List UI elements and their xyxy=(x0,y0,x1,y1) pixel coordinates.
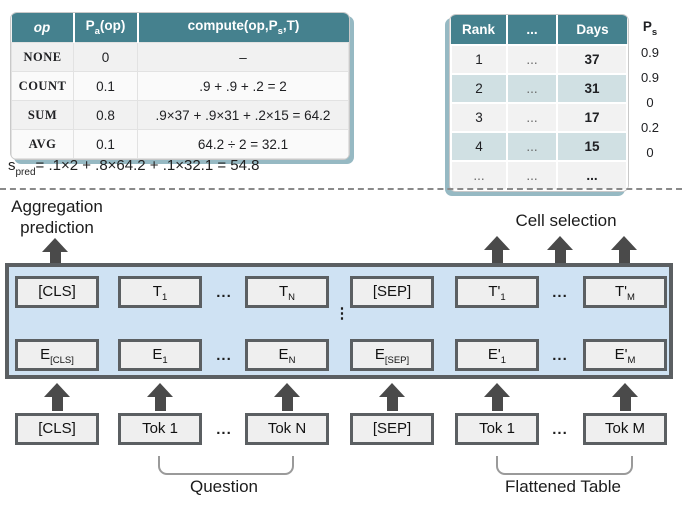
token-cell: Tok 1 xyxy=(455,413,539,445)
op-value: NONE xyxy=(11,42,74,72)
days-value: 17 xyxy=(556,102,628,133)
table-header-row: op Pa(op) compute(op,Ps,T) xyxy=(11,13,349,43)
transformer-output-cell: TN xyxy=(245,276,329,308)
op-value: AVG xyxy=(11,129,74,159)
table-row: ... ... ... xyxy=(450,160,628,191)
table-row: 2 ... 31 xyxy=(450,73,628,104)
compute-value: – xyxy=(137,42,349,72)
ps-value: 0.9 xyxy=(640,70,660,85)
ellipsis-horizontal: ... xyxy=(216,347,232,364)
pa-value: 0.1 xyxy=(73,129,138,159)
table-row: NONE 0 – xyxy=(11,42,349,72)
table-row: 3 ... 17 xyxy=(450,102,628,133)
compute-value: .9×37 + .9×31 + .2×15 = 64.2 xyxy=(137,100,349,130)
input-up-arrow xyxy=(44,383,70,411)
ellipsis-cell: ... xyxy=(506,44,558,75)
token-cell: Tok M xyxy=(583,413,667,445)
embedding-cell: E[CLS] xyxy=(15,339,99,371)
token-cell: Tok 1 xyxy=(118,413,202,445)
rank-value: ... xyxy=(450,160,508,191)
cell-probability-column: Ps 0.9 0.9 0 0.2 0 xyxy=(630,14,670,165)
section-divider xyxy=(0,188,682,190)
embedding-cell: E'M xyxy=(583,339,667,371)
op-value: COUNT xyxy=(11,71,74,101)
table-row: AVG 0.1 64.2 ÷ 2 = 32.1 xyxy=(11,129,349,159)
table-row: 4 ... 15 xyxy=(450,131,628,162)
ps-value: 0.9 xyxy=(640,45,660,60)
ps-header: Ps xyxy=(642,19,658,38)
operator-probability-table: op Pa(op) compute(op,Ps,T) NONE 0 – COUN… xyxy=(10,12,350,160)
cell-selection-up-arrow xyxy=(611,236,637,264)
cell-selection-label: Cell selection xyxy=(515,211,617,230)
ps-value: 0 xyxy=(646,145,654,160)
cell-selection-up-arrow xyxy=(484,236,510,264)
table-row: SUM 0.8 .9×37 + .9×31 + .2×15 = 64.2 xyxy=(11,100,349,130)
question-label: Question xyxy=(189,477,259,496)
days-value: 37 xyxy=(556,44,628,75)
rank-header-cell: Rank xyxy=(451,15,508,45)
input-up-arrow xyxy=(379,383,405,411)
transformer-panel xyxy=(5,263,673,379)
embedding-cell: E[SEP] xyxy=(350,339,434,371)
input-up-arrow xyxy=(274,383,300,411)
days-value: 31 xyxy=(556,73,628,104)
ellipsis-horizontal: ... xyxy=(216,284,232,301)
op-header-cell: op xyxy=(11,13,75,43)
ellipsis-cell: ... xyxy=(506,102,558,133)
days-value: ... xyxy=(556,160,628,191)
token-cell: Tok N xyxy=(245,413,329,445)
compute-value: 64.2 ÷ 2 = 32.1 xyxy=(137,129,349,159)
flattened-table-bracket xyxy=(496,456,633,475)
ellipsis-cell: ... xyxy=(506,131,558,162)
compute-value: .9 + .9 + .2 = 2 xyxy=(137,71,349,101)
rank-value: 2 xyxy=(450,73,508,104)
table-row: 1 ... 37 xyxy=(450,44,628,75)
question-bracket xyxy=(158,456,294,475)
ellipsis-horizontal: ... xyxy=(552,347,568,364)
rank-days-table: Rank ... Days 1 ... 37 2 ... 31 3 ... 17… xyxy=(449,14,629,192)
ellipsis-cell: ... xyxy=(506,160,558,191)
rank-value: 4 xyxy=(450,131,508,162)
token-cell: [CLS] xyxy=(15,413,99,445)
pa-value: 0.1 xyxy=(73,71,138,101)
pa-header-cell: Pa(op) xyxy=(73,13,139,43)
rank-value: 3 xyxy=(450,102,508,133)
rank-days-table-grid: Rank ... Days 1 ... 37 2 ... 31 3 ... 17… xyxy=(450,15,628,191)
embedding-cell: E'1 xyxy=(455,339,539,371)
aggregation-prediction-label: Aggregation prediction xyxy=(11,197,103,237)
transformer-output-cell: T'M xyxy=(583,276,667,308)
transformer-output-cell: [CLS] xyxy=(15,276,99,308)
aggregation-up-arrow xyxy=(42,238,68,264)
ellipsis-horizontal: ... xyxy=(216,421,232,438)
spred-formula: spred= .1×2 + .8×64.2 + .1×32.1 = 54.8 xyxy=(8,157,260,178)
ellipsis-cell: ... xyxy=(506,73,558,104)
compute-header-cell: compute(op,Ps,T) xyxy=(137,13,349,43)
operator-probability-table-grid: op Pa(op) compute(op,Ps,T) NONE 0 – COUN… xyxy=(11,13,349,159)
table-header-row: Rank ... Days xyxy=(451,15,627,45)
ellipsis-horizontal: ... xyxy=(552,284,568,301)
ps-value: 0 xyxy=(646,95,654,110)
ellipsis-vertical: ⋮ xyxy=(334,305,350,322)
input-up-arrow xyxy=(612,383,638,411)
token-cell: [SEP] xyxy=(350,413,434,445)
embedding-cell: EN xyxy=(245,339,329,371)
pa-value: 0.8 xyxy=(73,100,138,130)
ellipsis-header-cell: ... xyxy=(507,15,558,45)
ps-value: 0.2 xyxy=(640,120,660,135)
flattened-table-label: Flattened Table xyxy=(505,477,621,496)
input-up-arrow xyxy=(147,383,173,411)
days-value: 15 xyxy=(556,131,628,162)
embedding-cell: E1 xyxy=(118,339,202,371)
transformer-output-cell: [SEP] xyxy=(350,276,434,308)
rank-value: 1 xyxy=(450,44,508,75)
cell-selection-up-arrow xyxy=(547,236,573,264)
ellipsis-horizontal: ... xyxy=(552,421,568,438)
transformer-output-cell: T1 xyxy=(118,276,202,308)
input-up-arrow xyxy=(484,383,510,411)
table-row: COUNT 0.1 .9 + .9 + .2 = 2 xyxy=(11,71,349,101)
op-value: SUM xyxy=(11,100,74,130)
transformer-output-cell: T'1 xyxy=(455,276,539,308)
days-header-cell: Days xyxy=(557,15,627,45)
pa-value: 0 xyxy=(73,42,138,72)
